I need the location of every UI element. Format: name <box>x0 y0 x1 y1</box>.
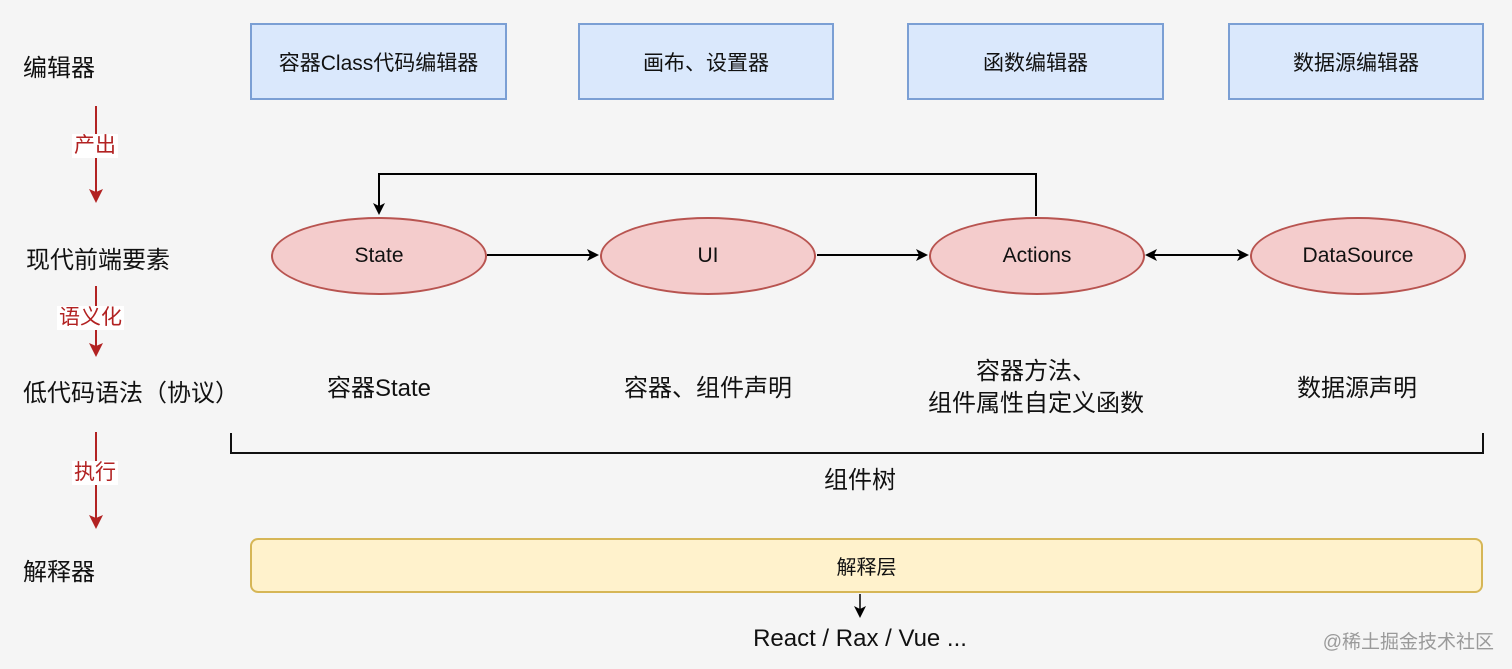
node-state: State <box>271 217 487 295</box>
node-ui: UI <box>600 217 816 295</box>
syntax-actions-line2: 组件属性自定义函数 <box>928 390 1144 417</box>
step-label-produce: 产出 <box>72 134 118 158</box>
editor-box-label: 数据源编辑器 <box>1293 51 1419 75</box>
syntax-datasource: 数据源声明 <box>1297 375 1417 402</box>
step-label-semanticize: 语义化 <box>57 306 124 330</box>
step-label-execute: 执行 <box>72 461 118 485</box>
node-label: State <box>354 244 404 267</box>
row-label-modern-frontend: 现代前端要素 <box>26 247 170 274</box>
node-label: DataSource <box>1302 244 1414 267</box>
node-label: Actions <box>1002 244 1072 267</box>
editor-box-function: 函数编辑器 <box>907 23 1164 100</box>
row-label-editor: 编辑器 <box>23 55 95 82</box>
editor-box-label: 函数编辑器 <box>983 51 1088 75</box>
syntax-ui: 容器、组件声明 <box>624 375 792 402</box>
node-actions: Actions <box>929 217 1145 295</box>
watermark: @稀土掘金技术社区 <box>1322 632 1494 653</box>
row-label-interpreter: 解释器 <box>23 559 95 586</box>
row-label-lowcode-syntax: 低代码语法（协议） <box>23 380 239 407</box>
frameworks-label: React / Rax / Vue ... <box>753 625 967 652</box>
editor-box-label: 容器Class代码编辑器 <box>278 51 479 75</box>
syntax-actions: 容器方法、 组件属性自定义函数 <box>886 356 1186 420</box>
node-label: UI <box>697 244 719 267</box>
edge-actions-to-state <box>373 173 1037 216</box>
interpreter-layer-box: 解释层 <box>250 538 1483 593</box>
editor-box-datasource: 数据源编辑器 <box>1228 23 1484 100</box>
interpreter-layer-label: 解释层 <box>836 557 897 579</box>
syntax-state: 容器State <box>326 375 432 402</box>
editor-box-label: 画布、设置器 <box>643 51 769 75</box>
component-tree-bracket <box>230 433 1484 454</box>
editor-box-container-class: 容器Class代码编辑器 <box>250 23 507 100</box>
editor-box-canvas-setter: 画布、设置器 <box>578 23 834 100</box>
node-datasource: DataSource <box>1250 217 1466 295</box>
component-tree-label: 组件树 <box>824 467 896 494</box>
syntax-actions-line1: 容器方法、 <box>976 358 1096 385</box>
